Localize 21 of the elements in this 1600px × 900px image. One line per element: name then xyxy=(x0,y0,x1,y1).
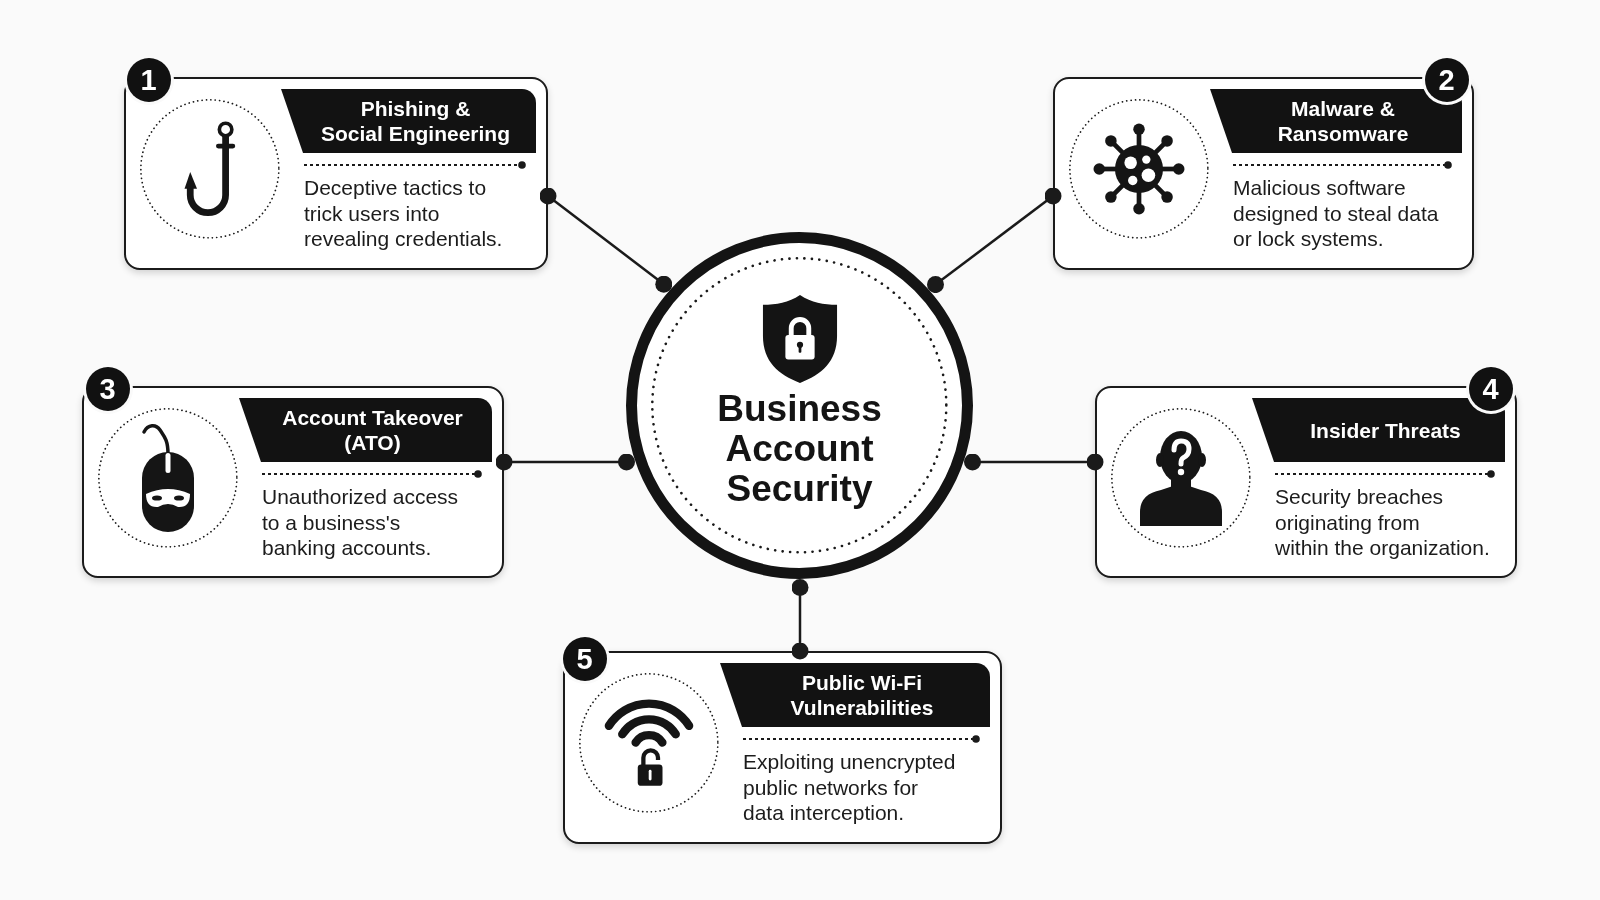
connector-line xyxy=(791,579,809,660)
number-badge: 4 xyxy=(1468,366,1513,411)
card-description: Security breaches originating from within the organization. xyxy=(1275,484,1491,561)
card-heading: Public Wi-Fi Vulnerabilities xyxy=(720,663,990,727)
connector-line xyxy=(539,187,673,293)
card-heading: Malware & Ransomware xyxy=(1210,89,1462,153)
card-description: Unauthorized access to a business's banking accounts. xyxy=(262,484,460,561)
card-description: Exploiting unencrypted public networks for data interception. xyxy=(743,749,957,826)
card-heading: Insider Threats xyxy=(1252,398,1505,462)
hub-title: Business Account Security xyxy=(716,389,883,509)
number-badge: 3 xyxy=(85,366,130,411)
card-description: Deceptive tactics to trick users into revealing credentials. xyxy=(304,175,504,252)
connector-line xyxy=(964,453,1104,471)
number-badge: 1 xyxy=(126,57,171,102)
card-heading: Phishing & Social Engineering xyxy=(281,89,536,153)
card-description: Malicious software designed to steal data or lock systems. xyxy=(1233,175,1440,252)
connector-line xyxy=(495,453,635,471)
number-badge: 2 xyxy=(1424,57,1469,102)
number-badge: 5 xyxy=(562,636,607,681)
connector-line xyxy=(927,187,1062,294)
card-heading: Account Takeover (ATO) xyxy=(239,398,492,462)
